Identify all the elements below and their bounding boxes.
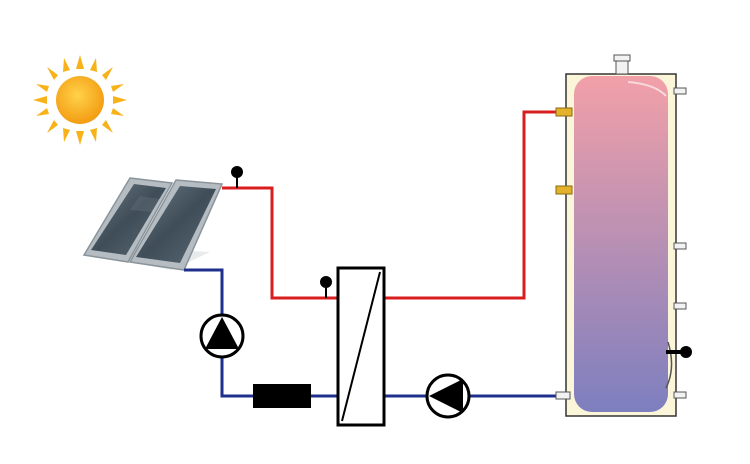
storage-tank-icon (555, 54, 692, 417)
sun-icon (33, 55, 127, 145)
pump-icon (199, 313, 245, 359)
filter-block-icon (253, 384, 311, 408)
hot-pipes (222, 110, 570, 300)
temperature-sensor-icon (231, 166, 243, 188)
solar-collector-icon (82, 177, 224, 271)
temperature-sensor-icon (320, 276, 332, 298)
pump-icon (425, 373, 471, 419)
heat-exchanger-icon (336, 266, 386, 427)
